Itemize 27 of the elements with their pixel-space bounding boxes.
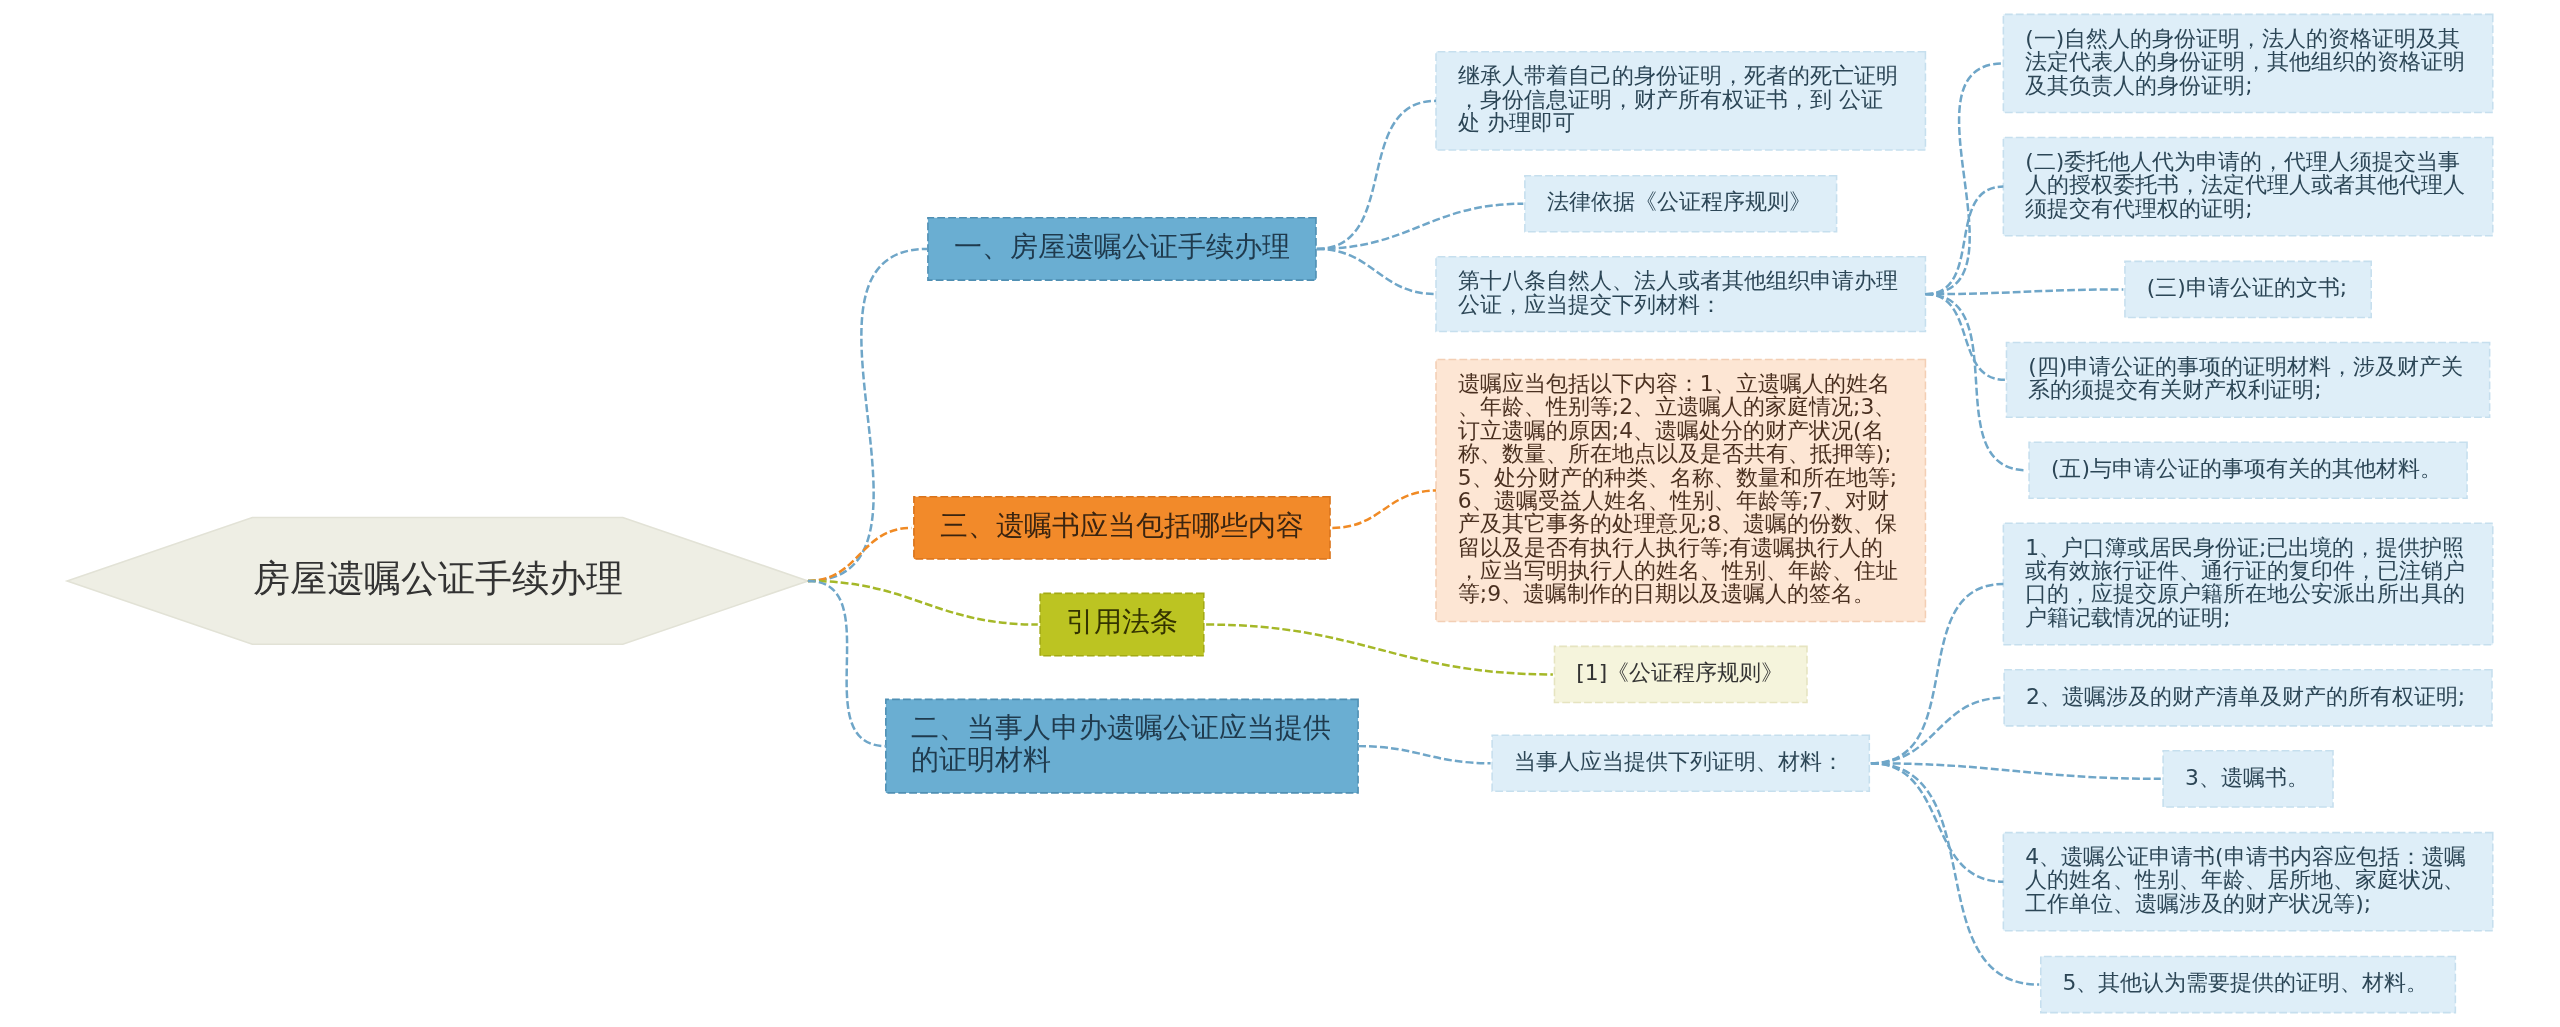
node-box: (四)申请公证的事项的证明材料，涉及财产关系的须提交有关财产权利证明; bbox=[2005, 341, 2491, 419]
node-box: 2、遗嘱涉及的财产清单及财产的所有权证明; bbox=[2003, 668, 2493, 727]
node-box: 遗嘱应当包括以下内容：1、立遗嘱人的姓名、年龄、性别等;2、立遗嘱人的家庭情况;3、订立遗嘱的原因;4、遗嘱处分的财产状况(名称、数量、所在地点以及是否共有、抵押等);5、处分财产的种类、名称、数量和所在地等;6、遗嘱受益人姓名、性别、年龄等;7、对财产及其它事务的处理意见;8、遗嘱的份数、保留以及是否有执行人执行等;有遗嘱执行人的，应当写明执行人的姓名、性别、年龄、住址等;9、遗嘱制作的日期以及遗嘱人的签名。 bbox=[1435, 358, 1927, 623]
node-box: 引用法条 bbox=[1039, 592, 1205, 657]
node-box: 三、遗嘱书应当包括哪些内容 bbox=[913, 495, 1331, 560]
connector bbox=[1206, 623, 1553, 676]
node-box: 继承人带着自己的身份证明，死者的死亡证明，身份信息证明，财产所有权证书，到 公证处 办理即可 bbox=[1435, 51, 1927, 151]
node-box: (一)自然人的身份证明，法人的资格证明及其法定代表人的身份证明，其他组织的资格证明及其负责人的身份证明; bbox=[2002, 13, 2494, 114]
node-box: 一、房屋遗嘱公证手续办理 bbox=[927, 216, 1317, 281]
node-box: 第十八条自然人、法人或者其他组织申请办理公证，应当提交下列材料： bbox=[1435, 255, 1927, 333]
connector bbox=[1332, 489, 1437, 530]
node-box: 法律依据《公证程序规则》 bbox=[1524, 174, 1838, 233]
node-box: 5、其他认为需要提供的证明、材料。 bbox=[2040, 955, 2457, 1014]
node-box: (五)与申请公证的事项有关的其他材料。 bbox=[2028, 441, 2468, 500]
node-box: [1]《公证程序规则》 bbox=[1553, 645, 1808, 704]
node-box: 二、当事人申办遗嘱公证应当提供的证明材料 bbox=[885, 698, 1359, 794]
node-box: 3、遗嘱书。 bbox=[2162, 750, 2334, 808]
node-box: 4、遗嘱公证申请书(申请书内容应包括：遗嘱人的姓名、性别、年龄、居所地、家庭状况、工作单位、遗嘱涉及的财产状况等); bbox=[2002, 831, 2494, 932]
connector bbox=[807, 579, 887, 748]
node-box: (三)申请公证的文书; bbox=[2124, 260, 2372, 319]
node-box: 当事人应当提供下列证明、材料： bbox=[1491, 734, 1871, 793]
connector bbox=[1925, 292, 2027, 472]
connector bbox=[1870, 762, 2040, 986]
node-box: 1、户口簿或居民身份证;已出境的，提供护照或有效旅行证件、通行证的复印件，已注销户口的，应提交原户籍所在地公安派出所出具的户籍记载情况的证明; bbox=[2002, 522, 2494, 646]
node-box: (二)委托他人代为申请的，代理人须提交当事人的授权委托书，法定代理人或者其他代理人须提交有代理权的证明; bbox=[2002, 136, 2494, 237]
connector bbox=[1316, 247, 1437, 296]
connector bbox=[1358, 744, 1491, 765]
